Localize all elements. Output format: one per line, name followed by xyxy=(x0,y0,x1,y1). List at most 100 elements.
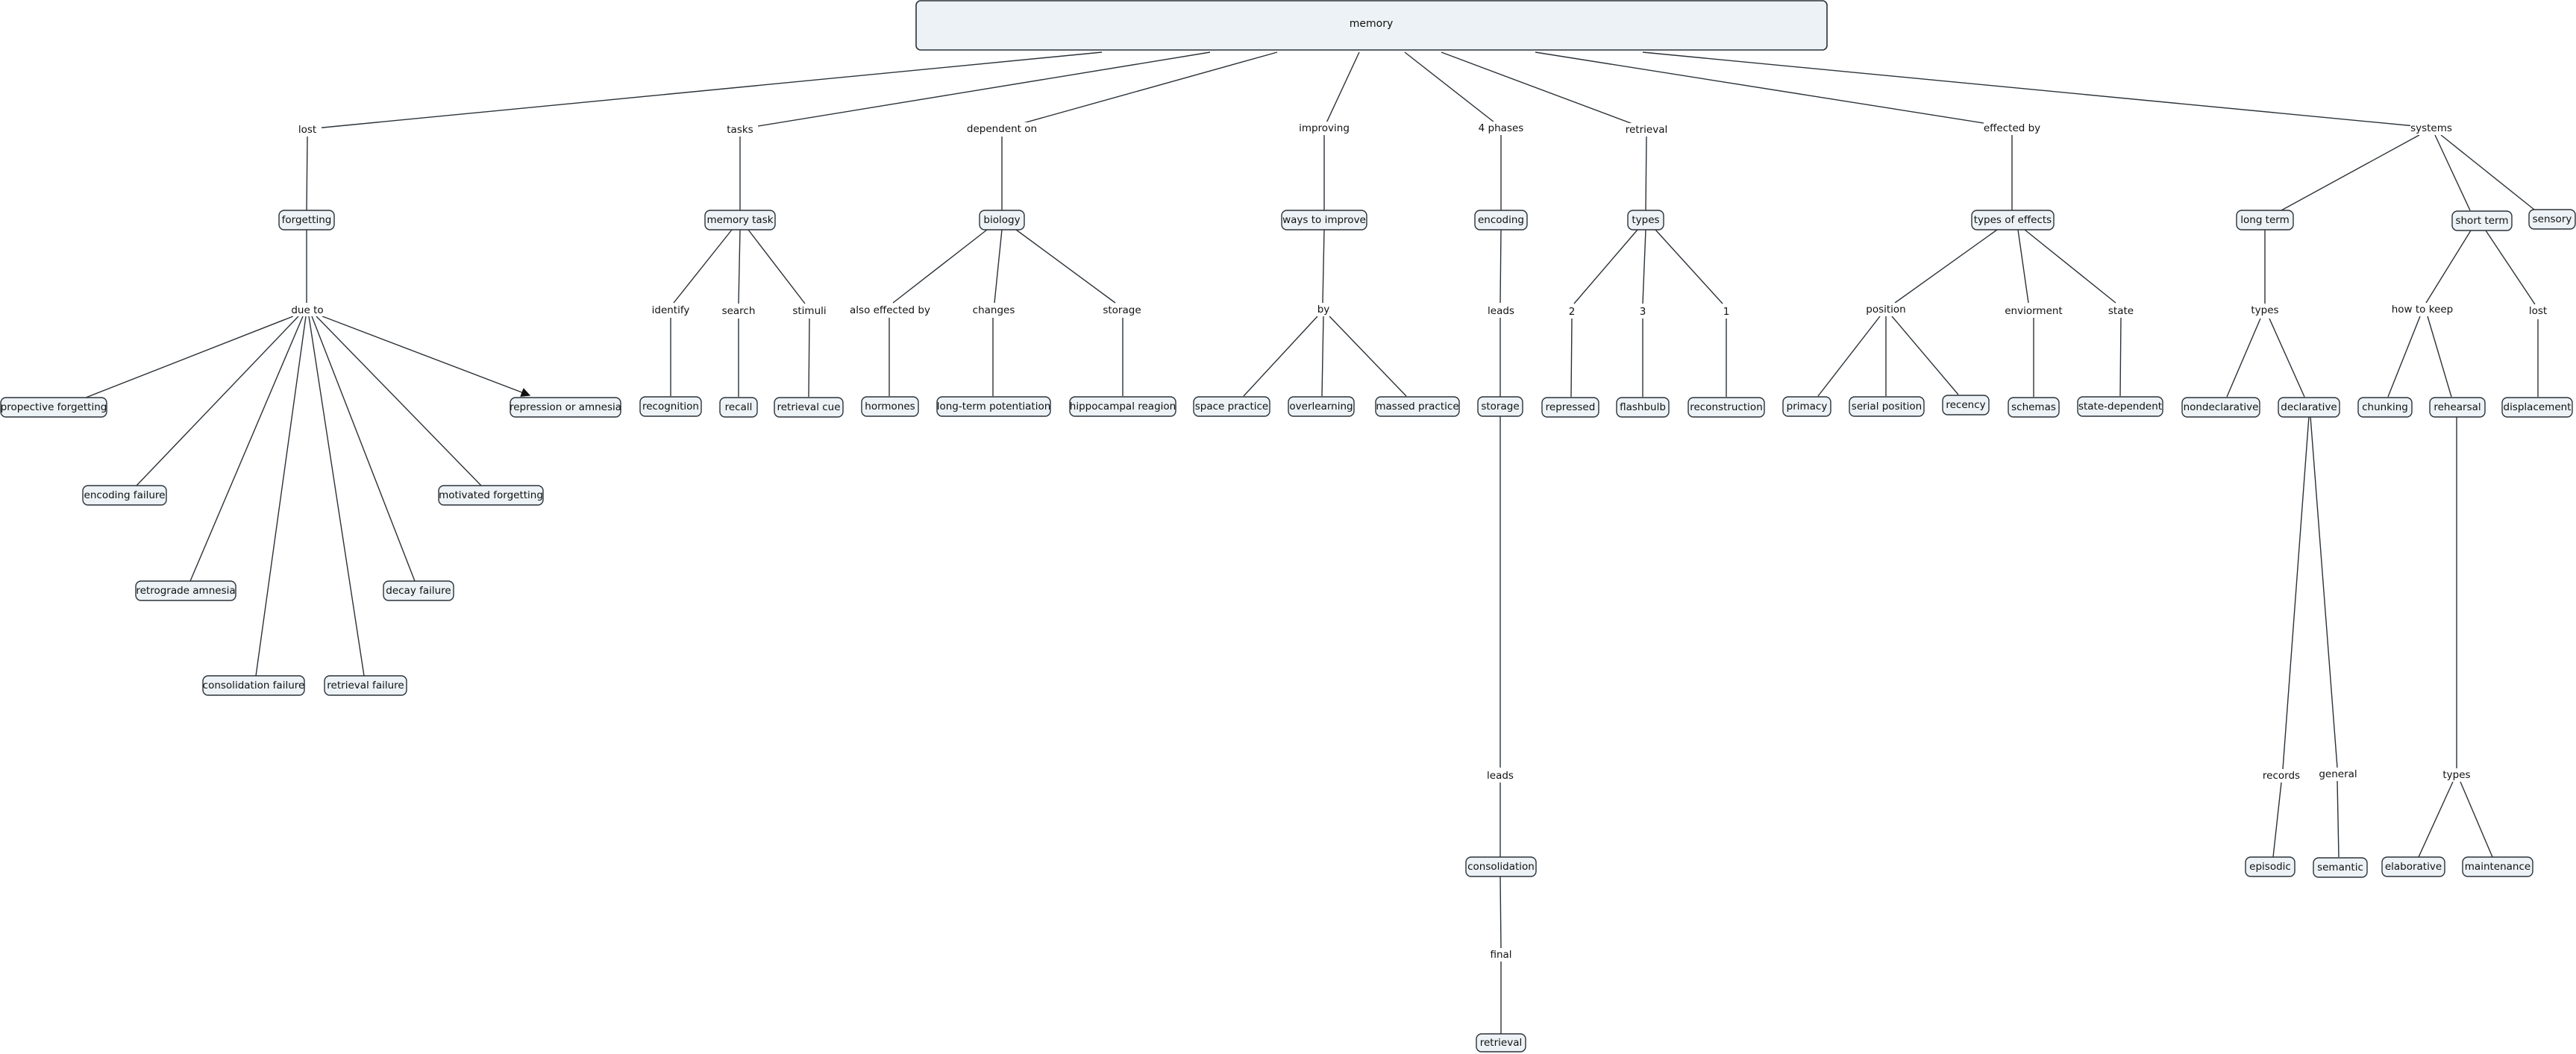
concept-node[interactable]: retrieval xyxy=(1476,1033,1526,1053)
edge xyxy=(1001,51,1278,130)
link-label-text: leads xyxy=(1488,305,1514,317)
concept-node[interactable]: state-dependent xyxy=(2077,396,2163,417)
edge xyxy=(1321,316,1324,397)
concept-node[interactable]: ways to improve xyxy=(1281,210,1367,230)
concept-node[interactable]: retrograde amnesia xyxy=(135,580,236,601)
concept-node[interactable]: long term xyxy=(2236,210,2294,230)
edge xyxy=(307,51,1103,130)
concept-node[interactable]: forgetting xyxy=(278,210,335,230)
concept-node[interactable]: long-term potentiation xyxy=(936,396,1051,417)
link-label: due to xyxy=(289,303,325,316)
concept-node[interactable]: hippocampal reagion xyxy=(1069,396,1176,417)
concept-node[interactable]: semantic xyxy=(2313,857,2368,878)
node-label: short term xyxy=(2455,215,2508,227)
concept-node[interactable]: space practice xyxy=(1193,396,1270,417)
concept-node-root[interactable]: memory xyxy=(915,0,1828,51)
edge xyxy=(1499,876,1502,949)
concept-node[interactable]: sensory xyxy=(2528,209,2576,230)
concept-node[interactable]: encoding xyxy=(1474,210,1528,230)
concept-node[interactable]: recency xyxy=(1942,395,1990,415)
node-label: types xyxy=(1632,214,1659,226)
node-label: rehearsal xyxy=(2434,401,2481,413)
link-label-text: lost xyxy=(2529,305,2547,317)
concept-node[interactable]: serial position xyxy=(1849,396,1925,417)
edge xyxy=(2440,134,2535,210)
edge xyxy=(2425,230,2472,304)
link-label-text: effected by xyxy=(1984,122,2040,134)
concept-node[interactable]: retrieval cue xyxy=(774,397,844,418)
node-label: sensory xyxy=(2533,213,2572,225)
concept-node[interactable]: types of effects xyxy=(1971,210,2055,230)
concept-node[interactable]: overlearning xyxy=(1288,396,1355,417)
node-label: elaborative xyxy=(2385,861,2442,873)
concept-node[interactable]: consolidation xyxy=(1465,856,1537,877)
concept-node[interactable]: massed practice xyxy=(1375,396,1460,417)
node-label: retrieval cue xyxy=(777,401,840,413)
concept-node[interactable]: hormones xyxy=(861,396,919,417)
edge xyxy=(2272,782,2282,858)
concept-node[interactable]: elaborative xyxy=(2381,856,2445,877)
concept-node[interactable]: rehearsal xyxy=(2429,397,2486,418)
link-label: improving xyxy=(1297,122,1352,135)
concept-node[interactable]: displacement xyxy=(2501,397,2573,418)
concept-node[interactable]: memory task xyxy=(704,210,776,230)
concept-node[interactable]: nondeclarative xyxy=(2181,397,2260,418)
edge xyxy=(2485,230,2536,305)
edge xyxy=(85,316,294,398)
concept-node[interactable]: consolidation failure xyxy=(202,675,305,696)
node-label: forgetting xyxy=(282,214,332,226)
link-label: 2 xyxy=(1566,305,1579,319)
concept-node[interactable]: retrieval failure xyxy=(324,675,407,696)
node-label: serial position xyxy=(1852,401,1922,412)
node-label: encoding failure xyxy=(84,489,166,501)
edge xyxy=(1243,316,1318,397)
concept-node[interactable]: chunking xyxy=(2357,397,2413,418)
edge xyxy=(738,229,741,304)
concept-node[interactable]: repressed xyxy=(1541,397,1599,418)
link-label: position xyxy=(1864,303,1908,316)
node-label: retrieval xyxy=(1480,1037,1522,1049)
node-label: retrieval failure xyxy=(327,680,404,691)
link-label: how to keep xyxy=(2390,303,2454,316)
link-label-text: 2 xyxy=(1569,306,1576,318)
concept-node[interactable]: decay failure xyxy=(383,580,454,601)
link-label: lost xyxy=(2525,304,2551,318)
concept-node[interactable]: episodic xyxy=(2245,856,2295,877)
concept-node[interactable]: primacy xyxy=(1782,396,1831,417)
edge xyxy=(2460,781,2493,858)
node-label: nondeclarative xyxy=(2184,401,2259,413)
concept-node[interactable]: encoding failure xyxy=(82,485,167,506)
node-label: primacy xyxy=(1787,401,1828,412)
edge xyxy=(1404,51,1502,128)
concept-node[interactable]: recall xyxy=(719,397,758,418)
concept-node[interactable]: motivated forgetting xyxy=(438,485,544,506)
concept-node[interactable]: declarative xyxy=(2278,397,2340,418)
edge xyxy=(994,229,1003,304)
concept-node[interactable]: types xyxy=(1627,210,1664,230)
link-label: types xyxy=(2440,768,2475,782)
concept-node[interactable]: recognition xyxy=(639,396,702,417)
concept-node[interactable]: biology xyxy=(979,210,1025,230)
link-label: 4 phases xyxy=(1476,122,1526,135)
link-label: final xyxy=(1486,948,1516,962)
concept-node[interactable]: schemas xyxy=(2008,397,2060,418)
link-label-text: general xyxy=(2319,768,2357,780)
concept-node[interactable]: flashbulb xyxy=(1616,397,1670,418)
edge xyxy=(136,316,299,486)
edge xyxy=(2226,318,2261,398)
edge xyxy=(1441,51,1647,130)
link-label-text: improving xyxy=(1299,122,1350,134)
link-label-text: final xyxy=(1490,949,1511,961)
link-label: dependent on xyxy=(967,122,1037,136)
concept-node[interactable]: storage xyxy=(1477,396,1523,417)
edge xyxy=(2418,781,2454,858)
concept-node[interactable]: propective forgetting xyxy=(0,397,107,418)
node-label: consolidation xyxy=(1467,861,1535,873)
concept-node[interactable]: short term xyxy=(2451,210,2513,231)
link-label-text: identify xyxy=(652,304,690,316)
concept-node[interactable]: repression or amnesia xyxy=(510,397,621,418)
concept-node[interactable]: reconstruction xyxy=(1687,397,1765,418)
concept-node[interactable]: maintenance xyxy=(2462,856,2533,877)
edge xyxy=(2017,229,2029,304)
node-label: memory task xyxy=(706,214,773,226)
